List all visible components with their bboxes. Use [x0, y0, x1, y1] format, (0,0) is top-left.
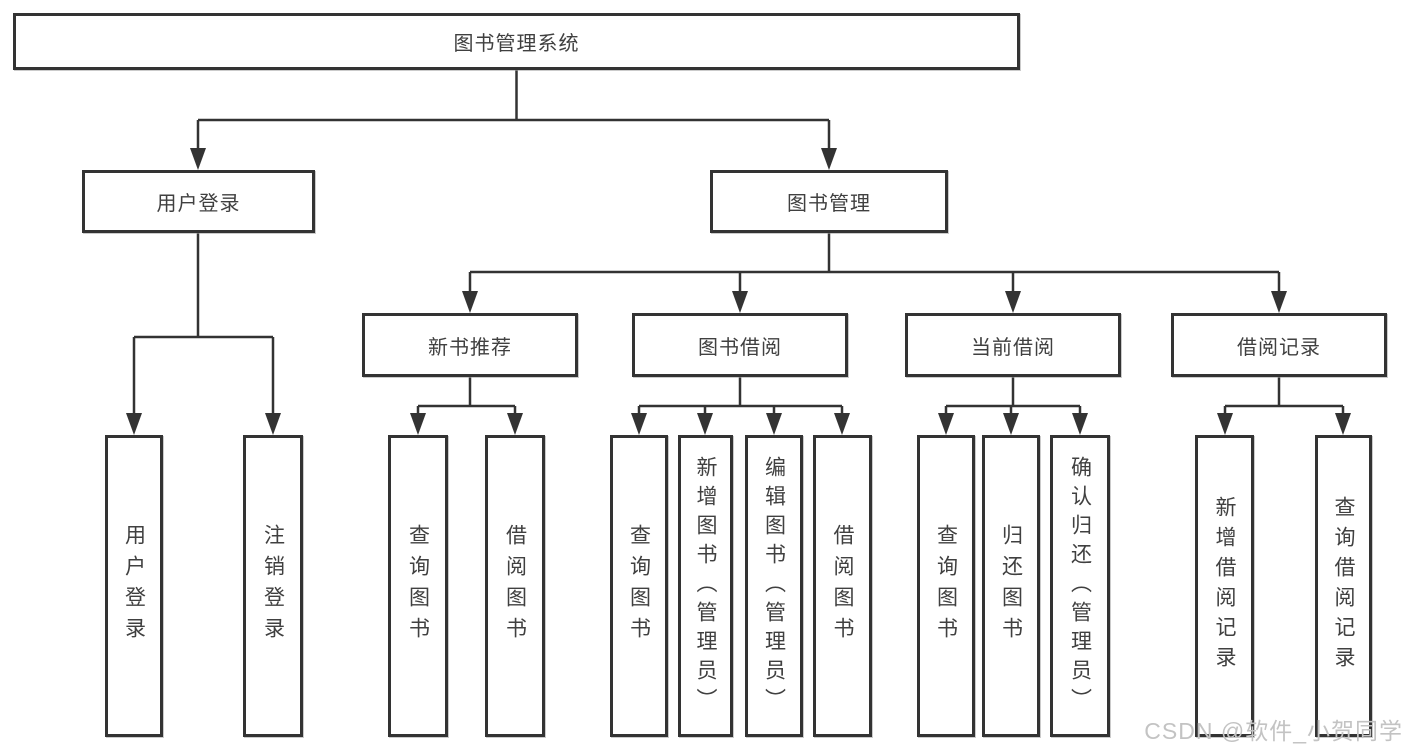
leaf-edit-books-admin: 编辑图书（管理员）: [745, 435, 803, 737]
node-book-borrowing: 图书借阅: [632, 313, 848, 377]
leaf-query-books-borrow: 查询图书: [610, 435, 668, 737]
leaf-add-books-admin: 新增图书（管理员）: [678, 435, 733, 737]
node-user-login-branch: 用户登录: [82, 170, 315, 233]
leaf-borrow-books-recommend: 借阅图书: [485, 435, 545, 737]
node-new-book-recommendation: 新书推荐: [362, 313, 578, 377]
node-book-management-branch: 图书管理: [710, 170, 948, 233]
leaf-confirm-return-admin: 确认归还（管理员）: [1050, 435, 1110, 737]
leaf-add-borrow-record: 新增借阅记录: [1195, 435, 1254, 737]
leaf-query-books-recommend: 查询图书: [388, 435, 448, 737]
leaf-logout: 注销登录: [243, 435, 303, 737]
node-book-management-system: 图书管理系统: [13, 13, 1020, 70]
leaf-query-books-current: 查询图书: [917, 435, 975, 737]
csdn-watermark: CSDN @软件_小贺同学: [1144, 718, 1403, 744]
leaf-query-borrow-record: 查询借阅记录: [1315, 435, 1372, 737]
leaf-user-login: 用户登录: [105, 435, 163, 737]
leaf-borrow-books: 借阅图书: [813, 435, 872, 737]
node-borrowing-records: 借阅记录: [1171, 313, 1387, 377]
node-current-borrowing: 当前借阅: [905, 313, 1121, 377]
leaf-return-books: 归还图书: [982, 435, 1040, 737]
